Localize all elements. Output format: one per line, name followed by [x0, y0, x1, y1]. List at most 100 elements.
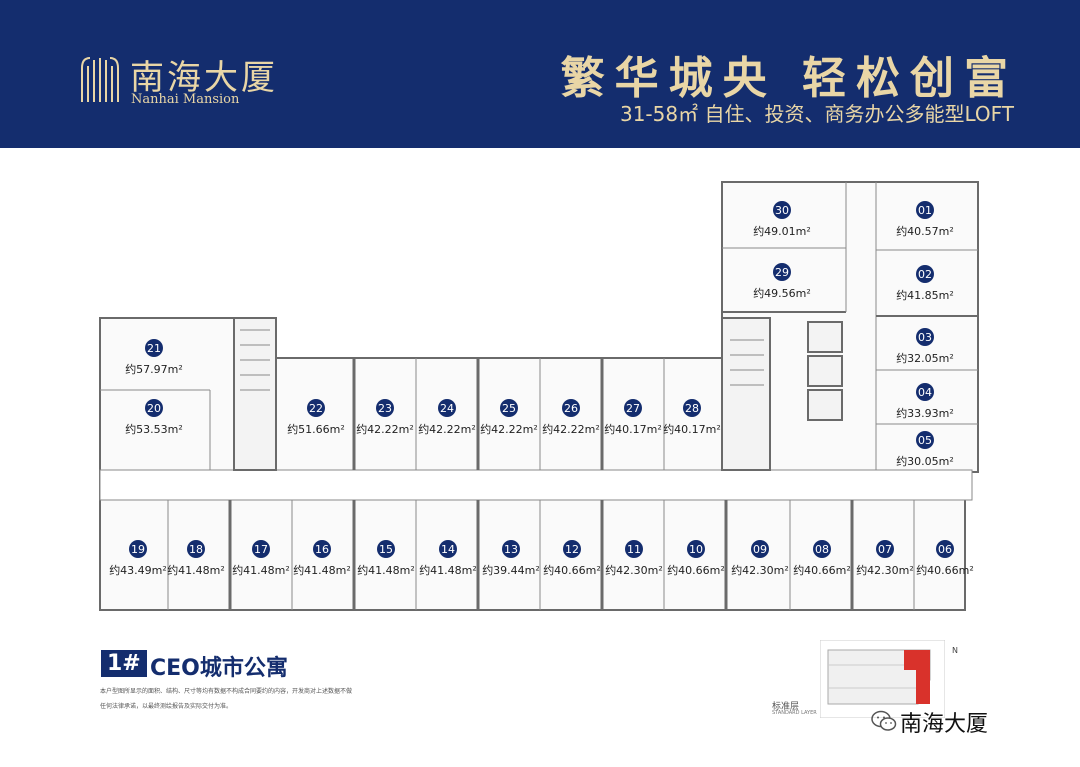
unit-badge [313, 540, 331, 558]
unit-badge [502, 540, 520, 558]
unit-area: 约51.66m² [287, 423, 345, 436]
unit-09: 09 约42.30m² [731, 540, 789, 577]
unit-18: 18 约41.48m² [167, 540, 225, 577]
unit-area: 约49.56m² [753, 287, 811, 300]
unit-badge [751, 540, 769, 558]
unit-number: 22 [309, 402, 323, 415]
unit-number: 09 [753, 543, 767, 556]
unit-area: 约40.17m² [604, 423, 662, 436]
unit-badge [187, 540, 205, 558]
unit-area: 约40.66m² [543, 564, 601, 577]
unit-area: 约43.49m² [109, 564, 167, 577]
unit-badge [773, 201, 791, 219]
unit-28: 28 约40.17m² [663, 399, 721, 436]
unit-10: 10 约40.66m² [667, 540, 725, 577]
unit-area: 约40.66m² [667, 564, 725, 577]
unit-area: 约57.97m² [125, 363, 183, 376]
slogan: 繁华城央 轻松创富 [560, 53, 1018, 104]
unit-04: 04 约33.93m² [896, 383, 954, 420]
unit-badge [687, 540, 705, 558]
unit-badge [377, 540, 395, 558]
unit-number: 08 [815, 543, 829, 556]
unit-area: 约42.22m² [356, 423, 414, 436]
unit-badge [813, 540, 831, 558]
unit-area: 约41.48m² [419, 564, 477, 577]
unit-area: 约41.85m² [896, 289, 954, 302]
unit-number: 03 [918, 331, 932, 344]
key-plan-highlight [904, 650, 930, 704]
unit-area: 约40.66m² [793, 564, 851, 577]
unit-area: 约40.17m² [663, 423, 721, 436]
unit-area: 约40.66m² [916, 564, 974, 577]
unit-badge [936, 540, 954, 558]
unit-01: 01 约40.57m² [896, 201, 954, 238]
unit-badge [438, 399, 456, 417]
unit-badge [562, 399, 580, 417]
unit-badge [252, 540, 270, 558]
unit-number: 17 [254, 543, 268, 556]
unit-number: 13 [504, 543, 518, 556]
disclaimer-line-2: 任何法律承诺，以最终测绘报告及实际交付为准。 [100, 703, 233, 710]
sub-slogan: 31-58㎡ 自住、投资、商务办公多能型LOFT [619, 102, 1014, 126]
corridor [99, 469, 973, 501]
unit-area: 约40.57m² [896, 225, 954, 238]
unit-number: 01 [918, 204, 932, 217]
unit-number: 25 [502, 402, 516, 415]
north-indicator: N [952, 646, 958, 655]
unit-number: 04 [918, 386, 932, 399]
unit-number: 10 [689, 543, 703, 556]
header-banner: 南海大厦 Nanhai Mansion 繁华城央 轻松创富 31-58㎡ 自住、… [0, 0, 1080, 148]
key-plan-label-en: STANDARD LAYER [772, 710, 817, 716]
unit-number: 28 [685, 402, 699, 415]
unit-14: 14 约41.48m² [419, 540, 477, 577]
unit-badge [773, 263, 791, 281]
unit-badge [683, 399, 701, 417]
unit-area: 约53.53m² [125, 423, 183, 436]
unit-badge [916, 201, 934, 219]
unit-08: 08 约40.66m² [793, 540, 851, 577]
unit-badge [439, 540, 457, 558]
unit-number: 12 [565, 543, 579, 556]
unit-25: 25 约42.22m² [480, 399, 538, 436]
unit-number: 07 [878, 543, 892, 556]
unit-badge [307, 399, 325, 417]
key-plan-label: 标准层 [772, 702, 800, 712]
unit-number: 18 [189, 543, 203, 556]
unit-area: 约30.05m² [896, 455, 954, 468]
unit-badge [145, 399, 163, 417]
unit-number: 14 [441, 543, 455, 556]
unit-number: 30 [775, 204, 789, 217]
unit-area: 约41.48m² [293, 564, 351, 577]
unit-area: 约33.93m² [896, 407, 954, 420]
unit-badge [916, 265, 934, 283]
unit-area: 约42.22m² [480, 423, 538, 436]
unit-number: 05 [918, 434, 932, 447]
unit-badge [563, 540, 581, 558]
wechat-account-name: 南海大厦 [900, 712, 989, 737]
wechat-icon [871, 710, 897, 731]
unit-22: 22 约51.66m² [287, 399, 345, 436]
unit-area: 约41.48m² [167, 564, 225, 577]
unit-27: 27 约40.17m² [604, 399, 662, 436]
unit-number: 27 [626, 402, 640, 415]
building-name: CEO城市公寓 [150, 656, 288, 681]
unit-number: 15 [379, 543, 393, 556]
unit-area: 约42.30m² [731, 564, 789, 577]
unit-badge [916, 431, 934, 449]
unit-badge [129, 540, 147, 558]
unit-number: 02 [918, 268, 932, 281]
unit-badge [625, 540, 643, 558]
